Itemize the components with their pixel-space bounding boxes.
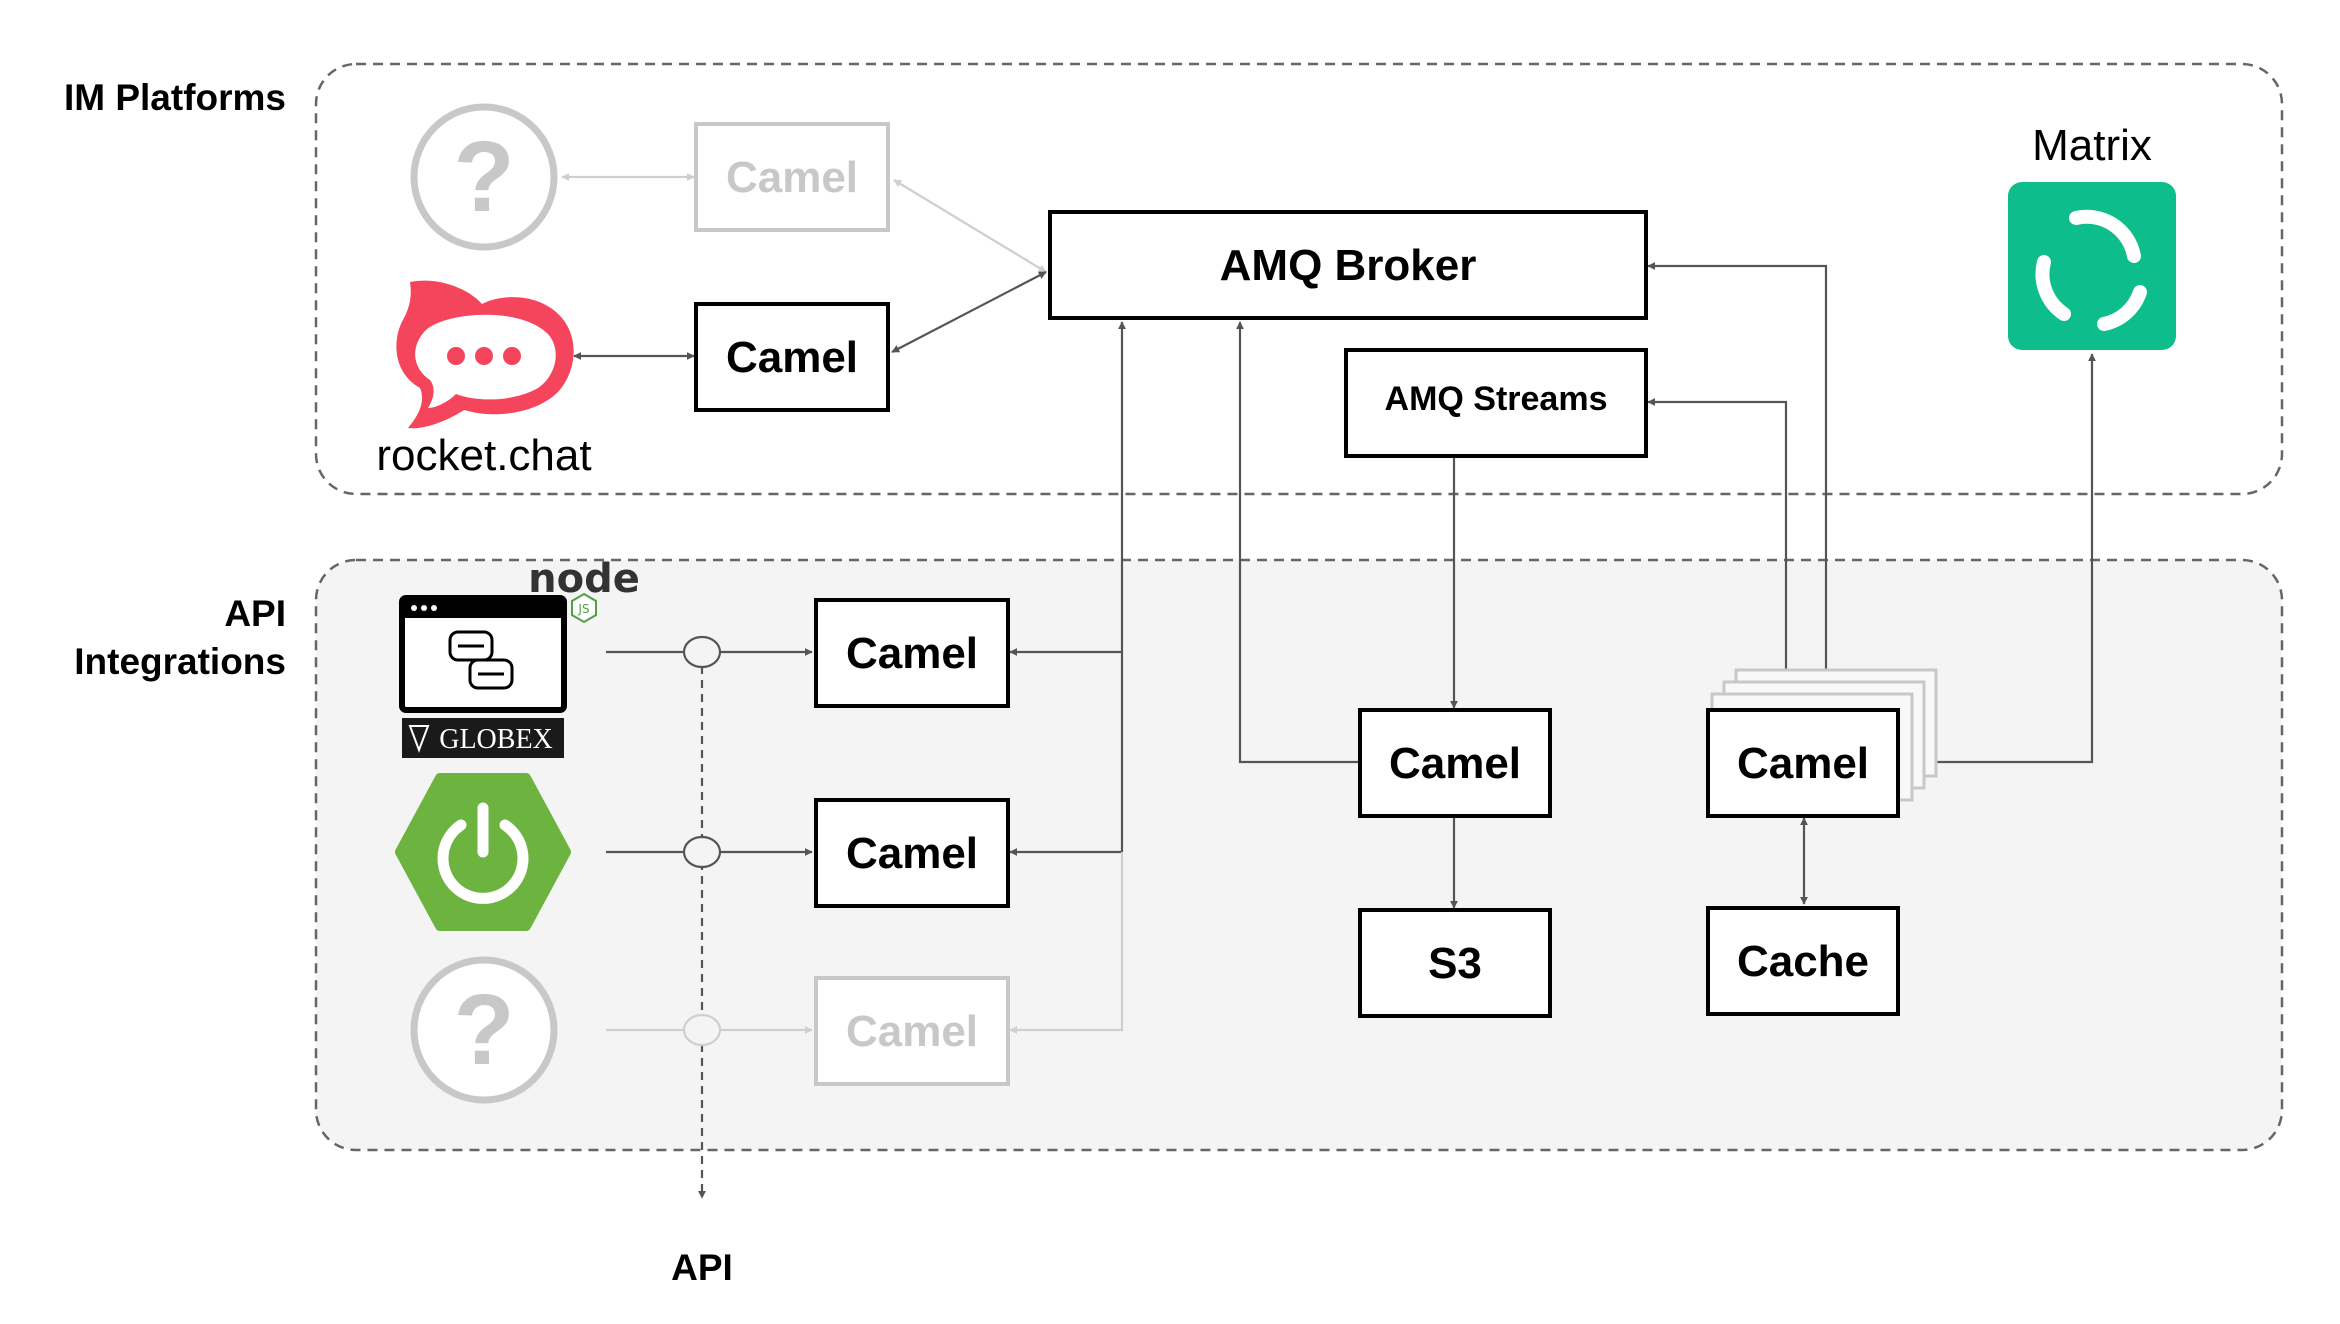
- edge-camel-broker: [891, 271, 1047, 353]
- api-integrations-label-line2: Integrations: [74, 641, 286, 682]
- api-integrations-group: [314, 558, 2284, 1152]
- api-endpoint-label: API: [671, 1247, 733, 1288]
- unknown-api-platform-icon: ?: [410, 956, 558, 1104]
- api-junction-globex: [682, 635, 722, 669]
- s3-node: S3: [1358, 908, 1552, 1018]
- api-junction-spring: [682, 835, 722, 869]
- camel-globex-node: Camel: [814, 598, 1010, 708]
- im-platforms-label: IM Platforms: [64, 77, 286, 118]
- cache-node: Cache: [1706, 906, 1900, 1016]
- svg-text:JS: JS: [577, 602, 589, 616]
- im-platforms-group: [314, 62, 2284, 496]
- svg-text:AMQ Streams: AMQ Streams: [1385, 380, 1608, 418]
- node-logo-icon: node JS: [528, 556, 640, 624]
- api-junction-unknown: [682, 1013, 722, 1047]
- svg-text:Camel: Camel: [846, 1007, 978, 1056]
- svg-text:Camel: Camel: [726, 333, 858, 382]
- globex-logo: GLOBEX: [402, 718, 564, 758]
- svg-text:GLOBEX: GLOBEX: [439, 724, 553, 755]
- svg-text:AMQ Broker: AMQ Broker: [1220, 241, 1477, 290]
- edge-matrix-camel: [1901, 353, 2096, 766]
- spring-icon: [395, 773, 571, 931]
- globex-chat-app-icon: [399, 595, 567, 713]
- amq-broker-node: AMQ Broker: [1048, 210, 1648, 320]
- camel-matrix-node: Camel: [1706, 708, 1900, 818]
- svg-text:?: ?: [453, 974, 514, 1086]
- svg-text:Cache: Cache: [1737, 937, 1869, 986]
- svg-text:Camel: Camel: [846, 629, 978, 678]
- svg-text:S3: S3: [1428, 939, 1482, 988]
- edge-matrix-camel-streams: [1647, 398, 1788, 708]
- edge-streams-camel-to-broker: [1236, 321, 1358, 764]
- api-integrations-label-line1: API: [224, 593, 286, 634]
- camel-unknown-api-node: Camel: [814, 976, 1010, 1086]
- unknown-im-platform-icon: ?: [410, 103, 558, 251]
- rocketchat-icon: [396, 280, 574, 429]
- svg-text:Camel: Camel: [726, 153, 858, 202]
- edge-matrix-camel-broker: [1647, 262, 1830, 709]
- amq-streams-node: AMQ Streams: [1344, 348, 1648, 458]
- svg-text:Camel: Camel: [846, 829, 978, 878]
- svg-text:?: ?: [453, 121, 514, 233]
- matrix-icon: [2008, 182, 2176, 350]
- rocketchat-label: rocket.chat: [376, 431, 591, 480]
- camel-unknown-im-node: Camel: [694, 122, 890, 232]
- camel-spring-node: Camel: [814, 798, 1010, 908]
- matrix-label: Matrix: [2032, 121, 2152, 170]
- camel-streams-consumer-node: Camel: [1358, 708, 1552, 818]
- camel-rocketchat-node: Camel: [694, 302, 890, 412]
- svg-text:Camel: Camel: [1737, 739, 1869, 788]
- svg-text:Camel: Camel: [1389, 739, 1521, 788]
- edge-to-camel-unknown-api: [1009, 852, 1124, 1034]
- edge-dim-camel-broker: [893, 179, 1047, 273]
